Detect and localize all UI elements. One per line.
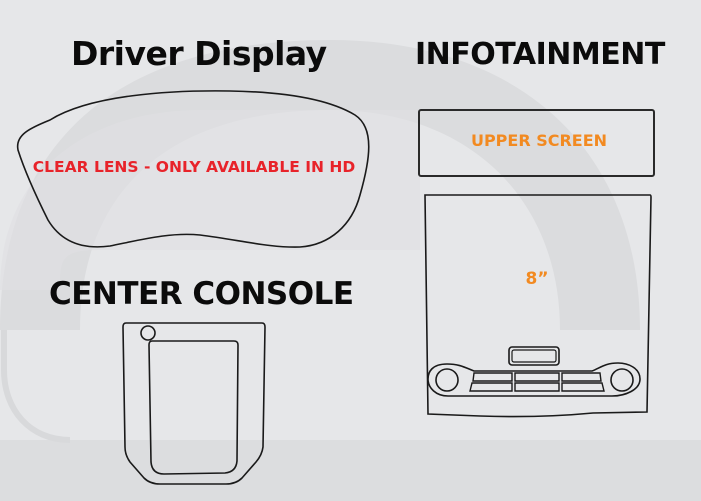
driver-display-lens-outline[interactable] [16,90,370,248]
left-knob-icon [435,368,459,392]
infotainment-title: INFOTAINMENT [415,37,665,72]
screen-size-label: 8” [525,269,549,289]
right-knob-icon [610,368,634,392]
infotainment-8in-unit-outline[interactable] [424,194,652,418]
console-button-icon [140,325,156,341]
driver-display-title: Driver Display [71,34,327,73]
upper-screen-outline[interactable] [418,109,655,177]
center-console-title: CENTER CONSOLE [49,276,354,312]
center-console-outline[interactable] [122,322,266,485]
clear-lens-note: CLEAR LENS - ONLY AVAILABLE IN HD [32,158,356,176]
upper-screen-label: UPPER SCREEN [470,131,608,150]
